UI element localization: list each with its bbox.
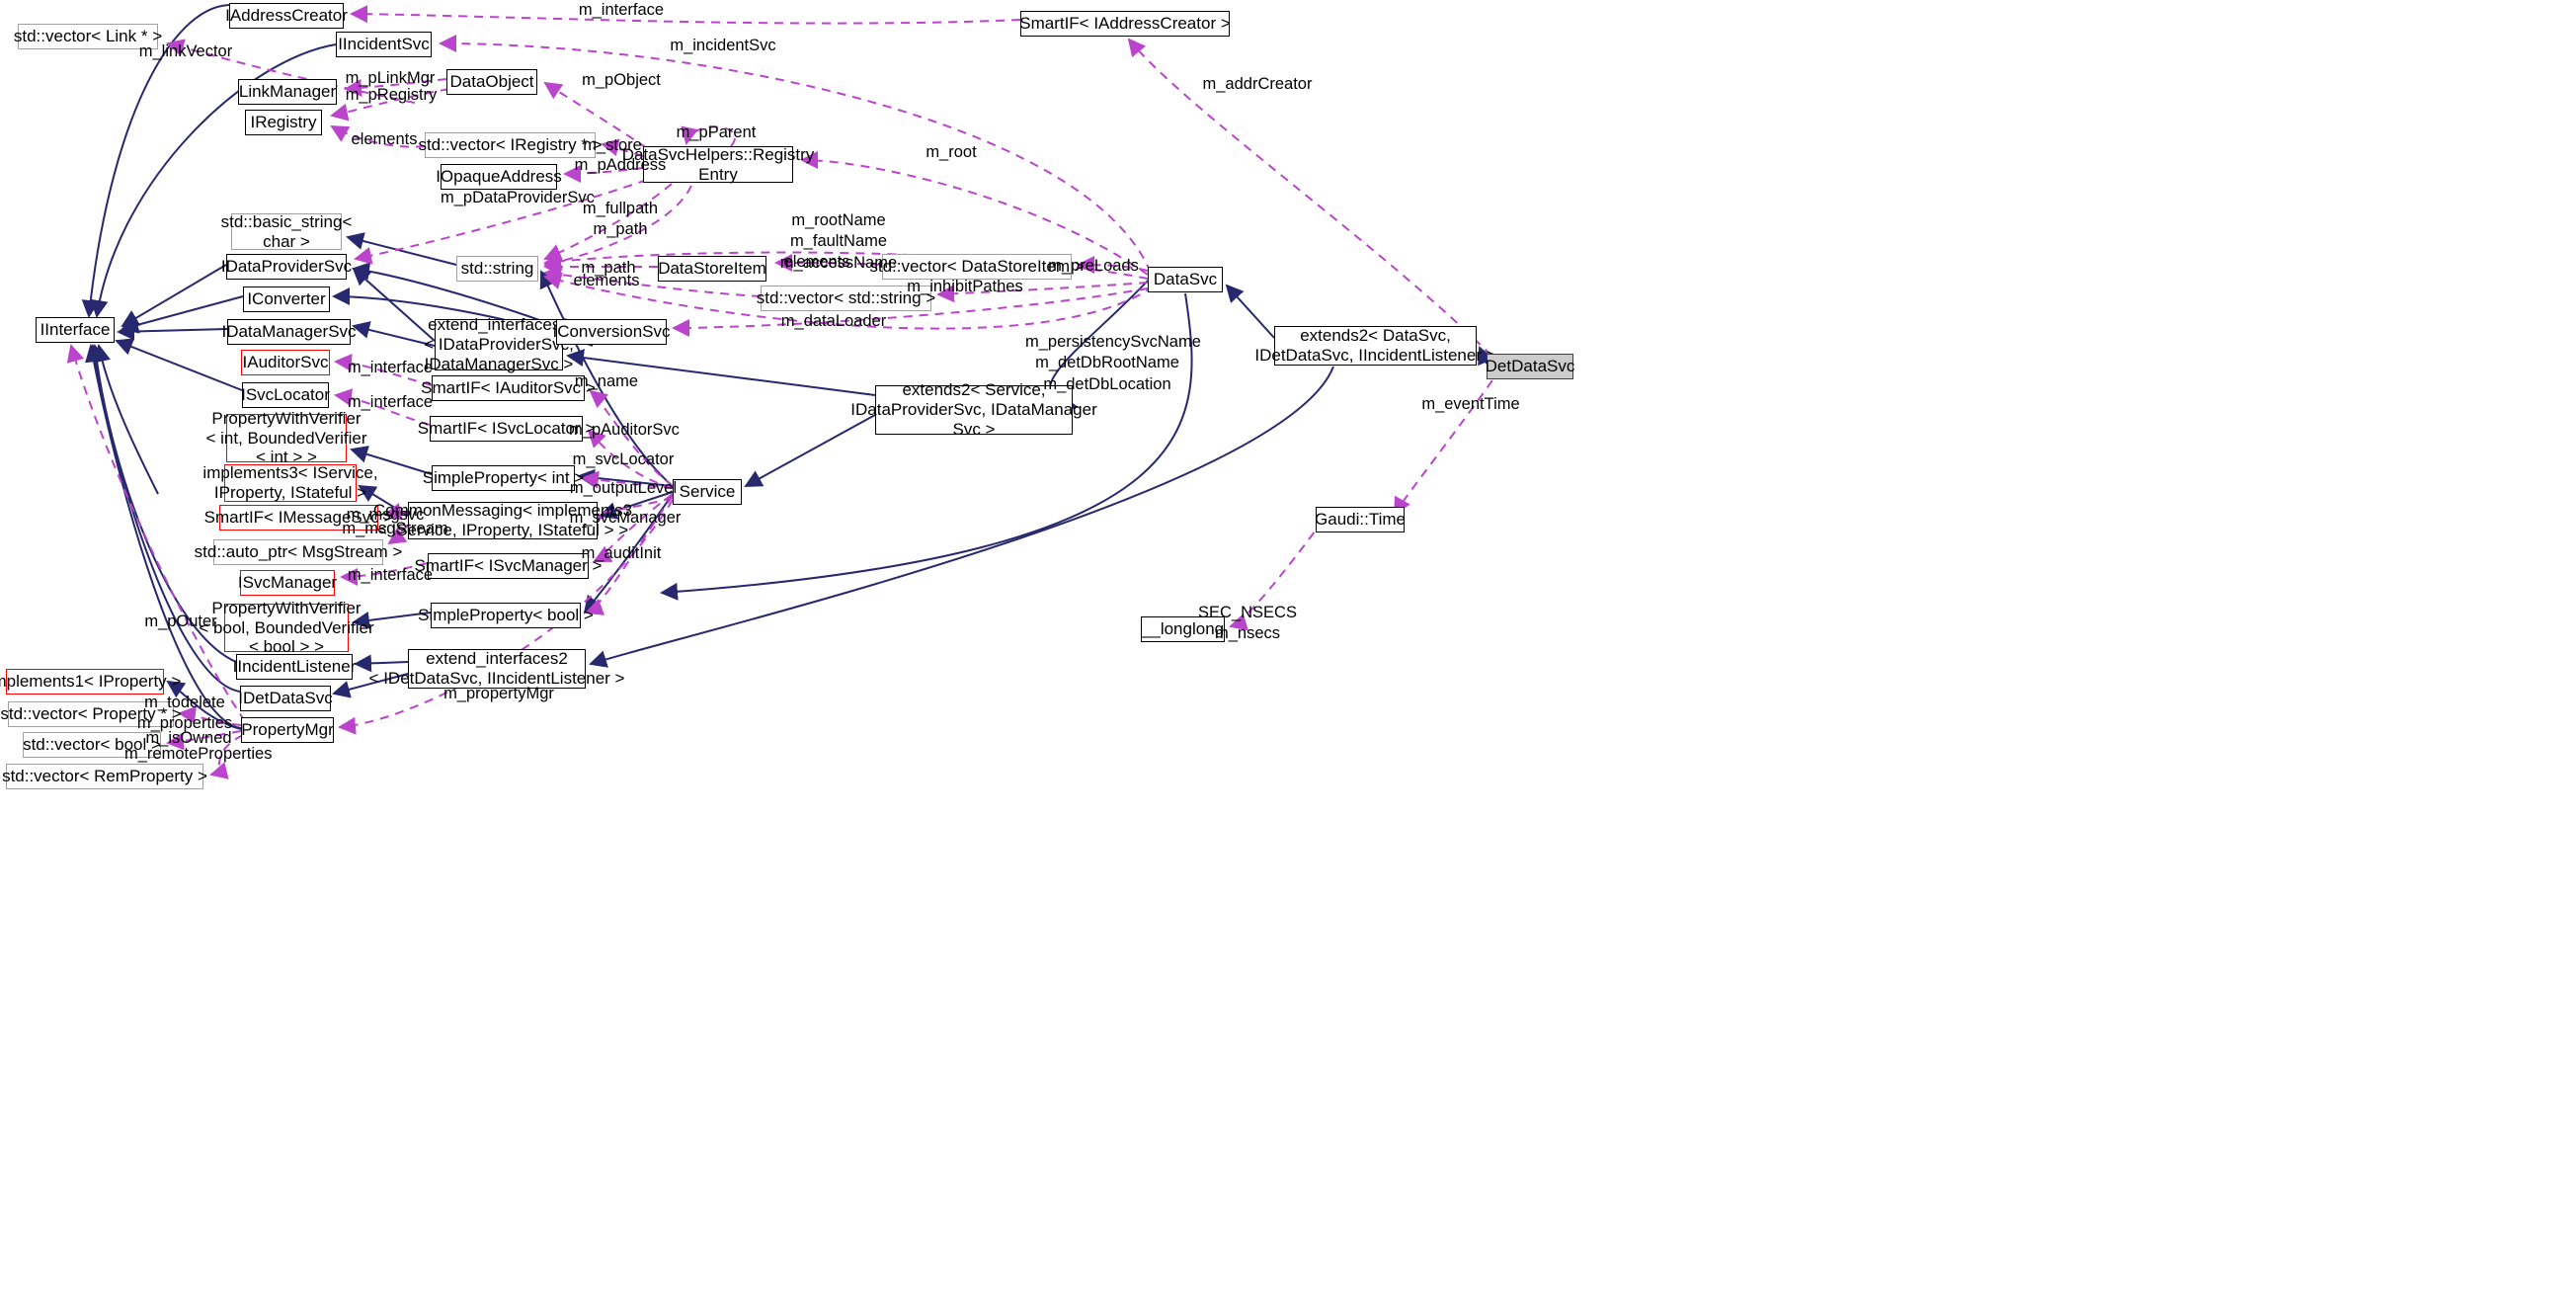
node-datastoreitem[interactable]: DataStoreItem [658,256,766,282]
edge-label-m-propertymgr: m_propertyMgr [443,685,554,702]
node-iincidentlistener[interactable]: IIncidentListener [233,654,356,680]
node-smartif-isvclocator[interactable]: SmartIF< ISvcLocator > [418,416,595,442]
node-linkmanager[interactable]: LinkManager [238,79,337,105]
node-extends2-datasvc[interactable]: extends2< DataSvc, IDetDataSvc, IInciden… [1254,326,1496,366]
node-dataobject[interactable]: DataObject [446,69,537,95]
node-smartif-iauditorsvc[interactable]: SmartIF< IAuditorSvc > [421,375,596,401]
node-extend-interfaces2-detdatasvc[interactable]: extend_interfaces2 < IDetDataSvc, IIncid… [368,649,625,689]
edge-label-m-addrcreator: m_addrCreator [1202,75,1313,93]
node-iincidentsvc[interactable]: IIncidentSvc [336,32,432,57]
edge-label-m-pregistry: m_pRegistry [345,86,438,104]
node-smartif-iaddresscreator[interactable]: SmartIF< IAddressCreator > [1019,11,1231,37]
edge-label-m-inhibitpathes: m_inhibitPathes [907,278,1023,295]
node-service[interactable]: Service [673,479,742,505]
node-idatamanagersvc[interactable]: IDataManagerSvc [221,319,357,345]
edge-label-m-interface-svcmanager: m_interface [347,566,434,584]
edge-label-m-name: m_name [574,372,639,390]
node-idetdatasvc[interactable]: IDetDataSvc [238,686,333,711]
node-detdatasvc[interactable]: DetDataSvc [1486,354,1574,379]
node-iaddresscreator[interactable]: IAddressCreator [225,3,348,29]
node-std-vector-remproperty[interactable]: std::vector< RemProperty > [2,764,207,789]
edge-label-m-dataloader: m_dataLoader [780,312,887,330]
node-iinterface[interactable]: IInterface [36,317,115,343]
node-std-vector-bool[interactable]: std::vector< bool > [23,732,161,758]
edge-label-m-root: m_root [926,143,977,161]
edge-label-m-pobject: m_pObject [582,71,661,89]
edge-label-m-svcmanager: m_svcManager [569,509,682,527]
node-iauditorsvc[interactable]: IAuditorSvc [241,350,330,375]
node-std-string[interactable]: std::string [456,256,538,282]
edge-label-m-remoteproperties: m_remoteProperties [124,745,273,763]
node-std-basic-string[interactable]: std::basic_string< char > [220,211,353,251]
edge-label-m-paddress: m_pAddress [574,156,667,174]
node-propertywithverifier-bool[interactable]: PropertyWithVerifier < bool, BoundedVeri… [199,598,374,657]
node-iconversionsvc[interactable]: IConversionSvc [552,319,671,345]
edge-label-m-outputlevel: m_outputLevel [569,479,678,497]
edge-label-m-preloads: m_preLoads [1048,257,1139,275]
node-implements3-iservice[interactable]: implements3< IService, IProperty, IState… [202,463,378,502]
node-smartif-isvcmanager[interactable]: SmartIF< ISvcManager > [415,553,602,579]
edge-label-elements-datastoreitem: elements [783,253,850,271]
edge-label-m-msgstream: m_msgStream [342,520,448,537]
node-iregistry[interactable]: IRegistry [245,110,322,135]
node-propertywithverifier-int[interactable]: PropertyWithVerifier < int, BoundedVerif… [205,408,367,467]
edge-label-m-fullpath: m_fullpath m_path [582,200,659,239]
node-simpleproperty-bool[interactable]: SimpleProperty< bool > [418,603,594,628]
edge-label-m-auditinit: m_auditInit [581,544,662,562]
edge-label-m-pouter: m_pOuter [144,613,217,630]
edge-label-m-pdataprovidersvc: m_pDataProviderSvc [441,189,595,206]
edge-label-elements-string: elements [573,272,640,289]
node-simpleproperty-int[interactable]: SimpleProperty< int > [423,465,584,491]
edge-label-m-eventtime: m_eventTime [1421,395,1520,413]
edge-label-m-incidentsvc: m_incidentSvc [670,37,776,54]
node-iopaqueaddress[interactable]: IOpaqueAddress [436,164,562,190]
edge-label-m-interface-auditor: m_interface [347,359,434,376]
node-implements1-iproperty[interactable]: implements1< IProperty > [0,669,181,695]
edge-label-m-svclocator: m_svcLocator [572,450,675,468]
node-gaudi-time[interactable]: Gaudi::Time [1315,507,1406,532]
edge-label-m-store: m_store [583,136,642,154]
edge-label-m-linkvector: m_linkVector [138,42,233,60]
node-isvcmanager[interactable]: ISvcManager [238,570,337,596]
node-std-auto-ptr-msgstream[interactable]: std::auto_ptr< MsgStream > [195,539,402,565]
node-isvclocator[interactable]: ISvcLocator [241,382,330,408]
edge-label-m-pauditorsvc: m_pAuditorSvc [569,421,680,439]
edge-label-m-interface-svclocator: m_interface [347,393,434,411]
node-iconverter[interactable]: IConverter [243,286,330,312]
node-idataprovidersvc[interactable]: IDataProviderSvc [221,254,352,280]
edge-label-elements-registry: elements [351,130,418,148]
node-datasvc[interactable]: DataSvc [1148,267,1223,292]
node-propertymgr[interactable]: PropertyMgr [241,717,334,743]
edge-label-sec-nsecs: SEC_NSECS m_nsecs [1198,604,1297,643]
node-extend-interfaces2-dataprovider[interactable]: extend_interfaces2 < IDataProviderSvc, I… [424,315,574,373]
edge-label-m-interface-top: m_interface [578,1,665,19]
edge-label-m-pparent: m_pParent [676,123,757,141]
edge-label-m-persistencysvcname: m_persistencySvcName m_detDbRootName m_d… [1025,333,1201,393]
